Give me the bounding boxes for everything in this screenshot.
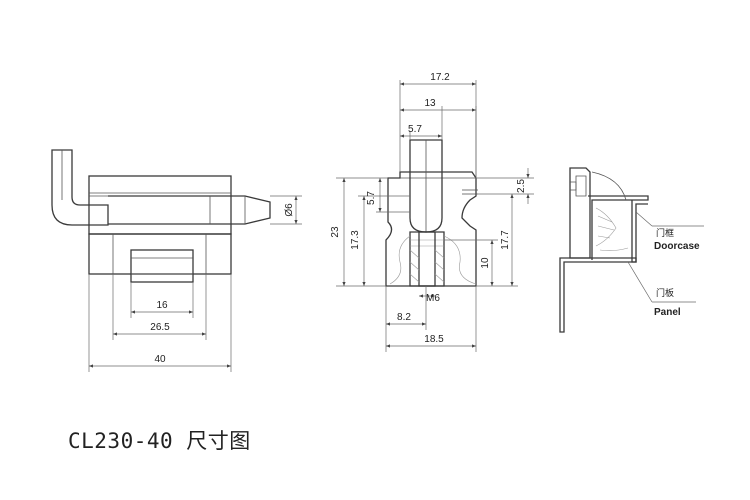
dim-5-7-side: 5.7 [366, 191, 377, 205]
dim-16: 16 [156, 300, 168, 311]
label-panel-en: Panel [654, 307, 681, 318]
dim-17-3: 17.3 [350, 230, 361, 250]
dim-dia6: Ø6 [284, 203, 295, 217]
dim-m6: M6 [426, 293, 440, 304]
installation-view: 门框 Doorcase 门板 Panel [559, 167, 704, 333]
dim-13: 13 [424, 98, 436, 109]
drawing-caption: CL230-40 尺寸图 [68, 429, 251, 453]
dim-18-5: 18.5 [424, 334, 444, 345]
label-panel-cn: 门板 [656, 287, 674, 299]
dim-5-7-top: 5.7 [408, 124, 422, 135]
dim-26-5: 26.5 [150, 322, 170, 333]
side-section-view: 17.2 13 5.7 23 17.3 5.7 2.5 17.7 10 M6 8 [330, 72, 534, 352]
dim-17-2: 17.2 [430, 72, 450, 83]
dim-10: 10 [480, 257, 491, 269]
label-doorcase-en: Doorcase [654, 241, 700, 252]
label-doorcase-cn: 门框 [656, 227, 674, 239]
dim-40: 40 [154, 354, 166, 365]
dim-8-2: 8.2 [397, 312, 411, 323]
dim-17-7: 17.7 [500, 230, 511, 250]
dim-2-5: 2.5 [516, 179, 527, 193]
front-view: 16 26.5 40 Ø6 [51, 149, 302, 372]
dim-23: 23 [330, 226, 341, 238]
